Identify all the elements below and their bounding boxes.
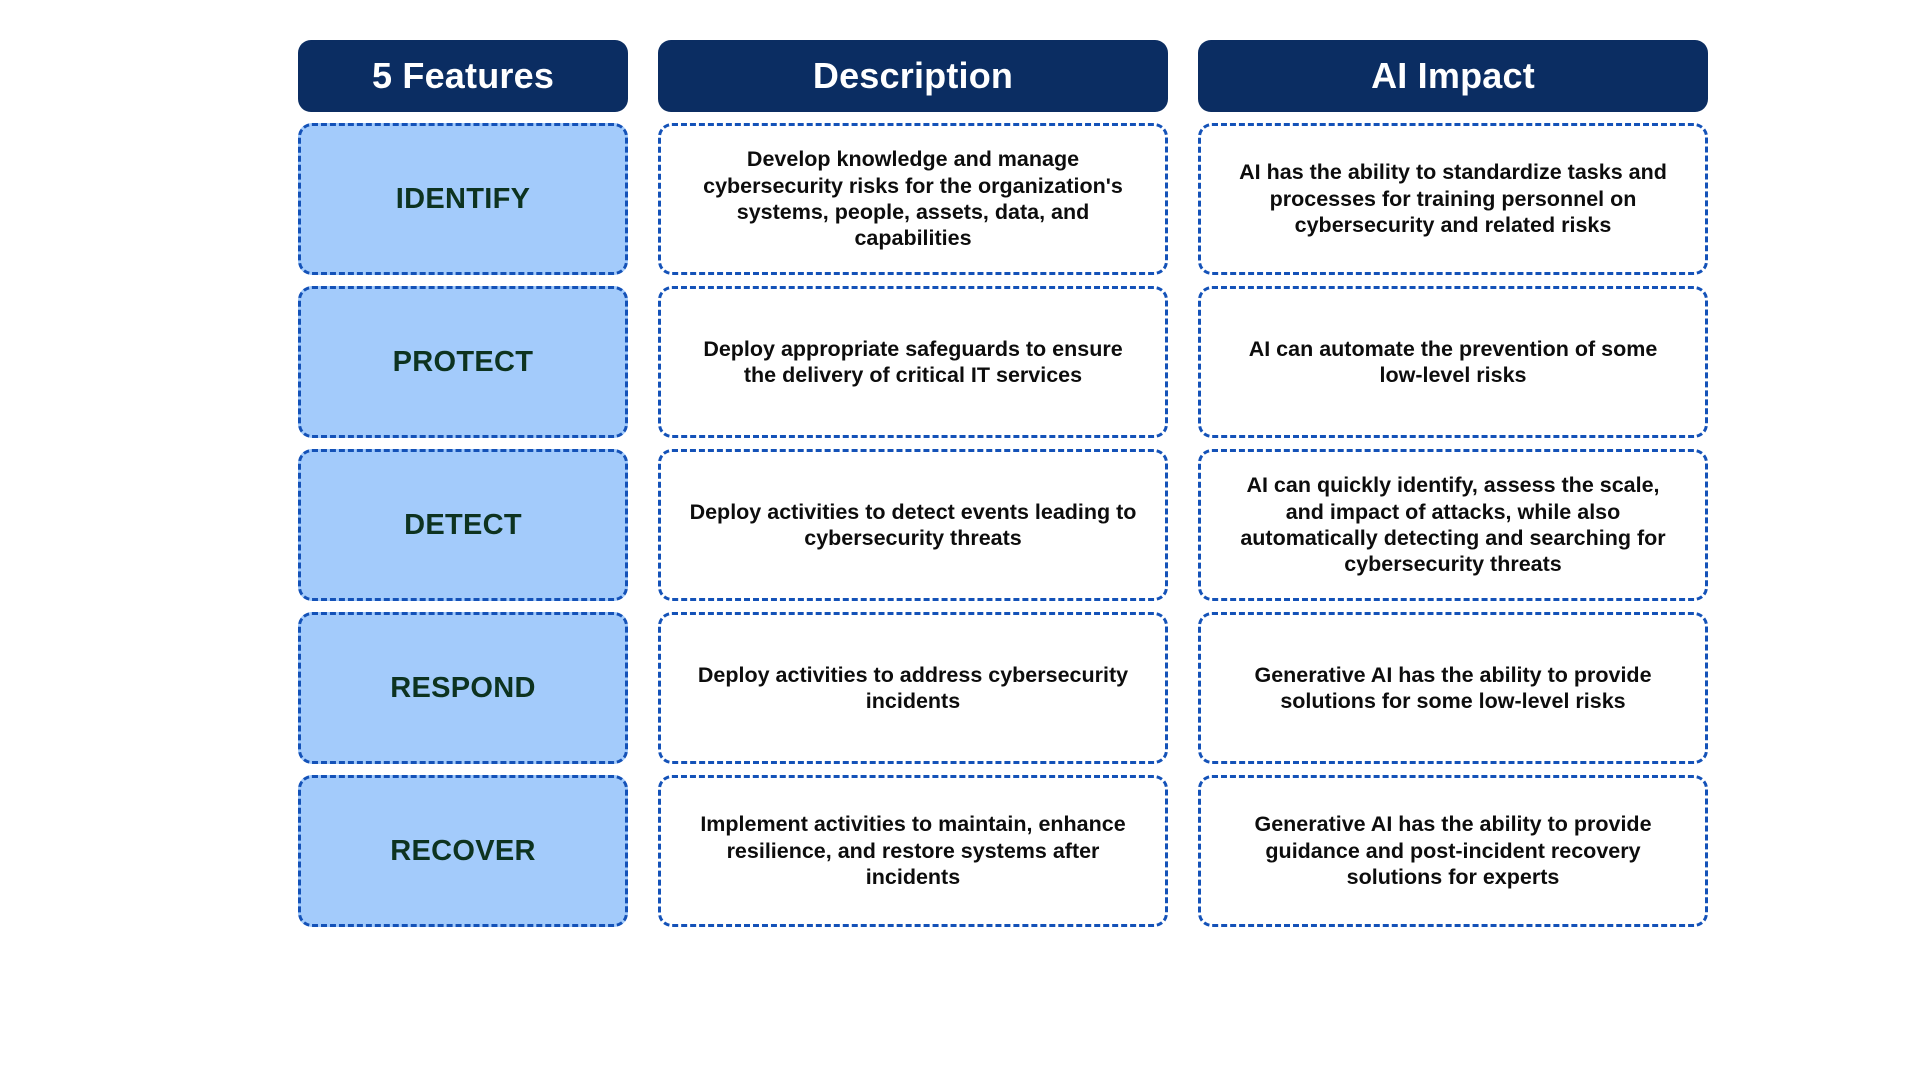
description-detect: Deploy activities to detect events leadi…	[689, 499, 1137, 550]
description-recover: Implement activities to maintain, enhanc…	[700, 812, 1126, 890]
description-respond: Deploy activities to address cybersecuri…	[697, 662, 1129, 713]
table-row: DETECT	[298, 449, 628, 601]
table-row: RESPOND	[298, 612, 628, 764]
table-row: AI can automate the prevention of some l…	[1198, 286, 1708, 438]
column-header-description: Description	[658, 40, 1168, 112]
table-row: AI can quickly identify, assess the scal…	[1198, 449, 1708, 601]
table-row: Develop knowledge and manage cybersecuri…	[658, 123, 1168, 275]
feature-label-protect: PROTECT	[392, 345, 534, 378]
ai-impact-recover: Generative AI has the ability to provide…	[1254, 812, 1652, 890]
column-header-features: 5 Features	[298, 40, 628, 112]
table-row: Implement activities to maintain, enhanc…	[658, 775, 1168, 927]
table-row: Deploy activities to address cybersecuri…	[658, 612, 1168, 764]
feature-label-recover: RECOVER	[390, 834, 536, 867]
column-header-description-label: Description	[812, 55, 1014, 96]
column-header-features-label: 5 Features	[371, 55, 555, 96]
ai-impact-identify: AI has the ability to standardize tasks …	[1239, 160, 1667, 238]
table-row: IDENTIFY	[298, 123, 628, 275]
table-row: Generative AI has the ability to provide…	[1198, 775, 1708, 927]
framework-grid: 5 Features Description AI Impact IDENTIF…	[298, 40, 1708, 927]
table-row: RECOVER	[298, 775, 628, 927]
ai-impact-respond: Generative AI has the ability to provide…	[1254, 662, 1652, 713]
ai-impact-protect: AI can automate the prevention of some l…	[1248, 336, 1658, 387]
feature-label-respond: RESPOND	[390, 671, 536, 704]
description-protect: Deploy appropriate safeguards to ensure …	[703, 336, 1123, 387]
description-identify: Develop knowledge and manage cybersecuri…	[703, 147, 1123, 251]
ai-impact-detect: AI can quickly identify, assess the scal…	[1240, 473, 1666, 577]
table-row: AI has the ability to standardize tasks …	[1198, 123, 1708, 275]
table-row: Generative AI has the ability to provide…	[1198, 612, 1708, 764]
column-header-ai-impact-label: AI Impact	[1371, 55, 1535, 96]
table-row: Deploy appropriate safeguards to ensure …	[658, 286, 1168, 438]
table-row: PROTECT	[298, 286, 628, 438]
feature-label-identify: IDENTIFY	[395, 182, 531, 215]
table-row: Deploy activities to detect events leadi…	[658, 449, 1168, 601]
column-header-ai-impact: AI Impact	[1198, 40, 1708, 112]
feature-label-detect: DETECT	[404, 508, 522, 541]
